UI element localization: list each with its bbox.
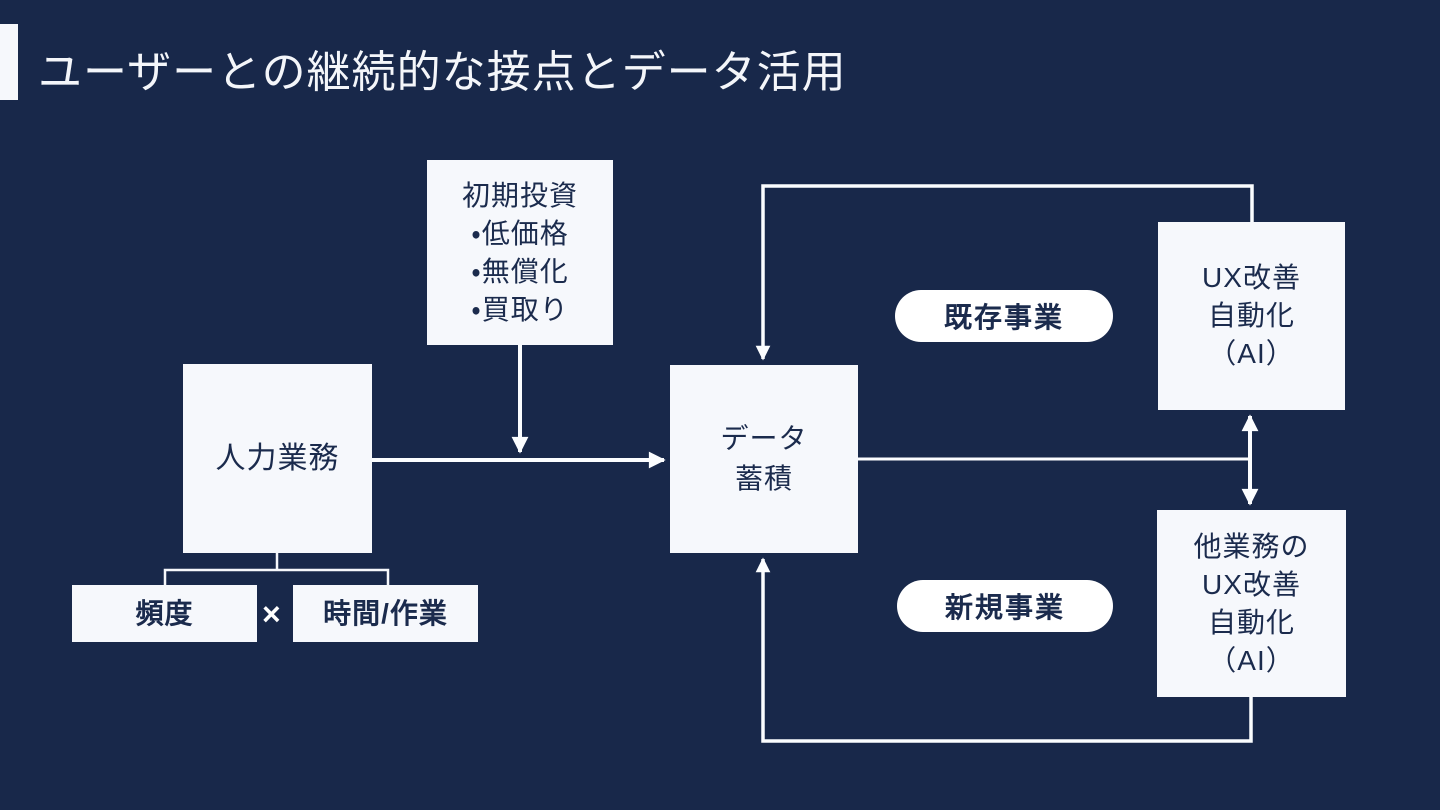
pill-label: 既存事業 bbox=[943, 302, 1064, 333]
box-line: 自動化 bbox=[1207, 606, 1295, 638]
box-manual-work: 人力業務 bbox=[183, 364, 372, 553]
pill-new-business: 新規事業 bbox=[897, 580, 1113, 632]
multiply-sign: × bbox=[262, 596, 281, 632]
box-line: 初期投資 bbox=[461, 179, 578, 211]
box-line: 人力業務 bbox=[215, 441, 340, 475]
box-line: ・買取り bbox=[471, 293, 569, 325]
box-time-per-task: 時間/作業 bbox=[293, 585, 478, 642]
arrow-other-to-data-bottom-loop bbox=[755, 557, 1253, 743]
box-line: UX改善 bbox=[1202, 262, 1301, 293]
box-line: ・低価格 bbox=[471, 217, 569, 249]
bracket-manual-breakdown bbox=[163, 553, 390, 585]
box-line: 時間/作業 bbox=[323, 597, 448, 629]
box-initial-investment: 初期投資 ・低価格 ・無償化 ・買取り bbox=[427, 160, 613, 345]
box-line: UX改善 bbox=[1202, 568, 1301, 600]
box-line: 他業務の bbox=[1193, 530, 1310, 562]
box-line: データ bbox=[720, 423, 808, 454]
title-accent-bar bbox=[0, 24, 18, 100]
pill-label: 新規事業 bbox=[944, 592, 1065, 623]
box-other-business-ux-ai: 他業務の UX改善 自動化 （AI） bbox=[1157, 510, 1346, 697]
box-line: 頻度 bbox=[135, 597, 194, 629]
box-ux-improvement-ai: UX改善 自動化 （AI） bbox=[1158, 222, 1345, 410]
arrow-ux-to-data-top-loop bbox=[755, 184, 1254, 361]
box-data-accumulation: データ 蓄積 bbox=[670, 365, 858, 553]
box-line: （AI） bbox=[1208, 644, 1295, 676]
box-line: 自動化 bbox=[1207, 300, 1295, 331]
box-line: ・無償化 bbox=[471, 255, 569, 287]
box-frequency: 頻度 bbox=[72, 585, 257, 642]
box-line: 蓄積 bbox=[734, 463, 793, 494]
box-line: （AI） bbox=[1208, 338, 1295, 369]
page-title: ユーザーとの継続的な接点とデータ活用 bbox=[38, 48, 847, 97]
pill-existing-business: 既存事業 bbox=[895, 290, 1113, 342]
